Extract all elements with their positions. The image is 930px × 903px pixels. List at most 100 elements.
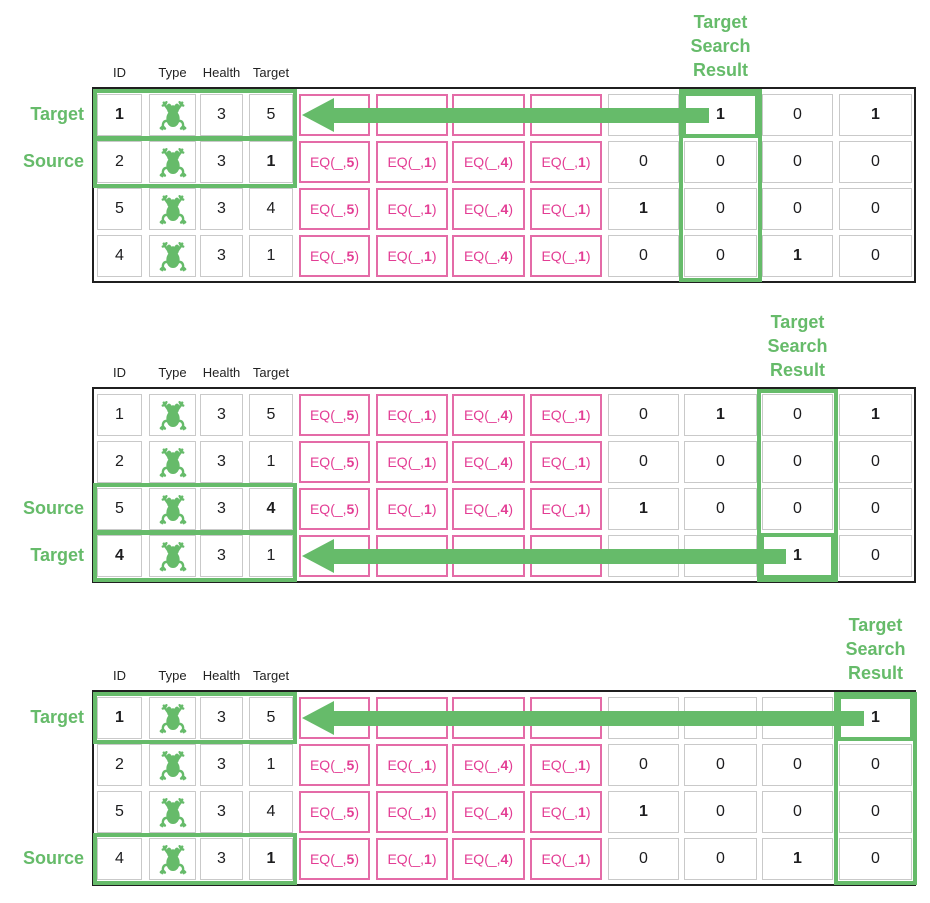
- eq-text: ): [431, 710, 437, 726]
- eq-predicate-cell: EQ(_,4): [452, 441, 525, 483]
- eq-predicate-cell: EQ(_,5): [299, 441, 370, 483]
- frog-icon: [156, 701, 190, 735]
- result-cell: 0: [762, 744, 833, 786]
- eq-predicate-cell: EQ(_,1): [376, 697, 448, 739]
- eq-text: EQ(_,: [463, 501, 501, 517]
- result-hit-highlight: [682, 92, 759, 138]
- eq-text: 5: [346, 757, 355, 773]
- eq-text: ): [585, 548, 591, 564]
- frog-icon: [156, 98, 190, 132]
- eq-text: ): [585, 501, 591, 517]
- eq-text: ): [354, 851, 360, 867]
- result-cell: 0: [839, 188, 912, 230]
- eq-predicate-cell: EQ(_,1): [530, 535, 602, 577]
- table-frame: [92, 690, 916, 886]
- health-cell: 3: [200, 488, 243, 530]
- eq-predicate-cell: EQ(_,1): [530, 94, 602, 136]
- type-cell: [149, 535, 196, 577]
- result-cell: 0: [684, 791, 757, 833]
- result-cell: 1: [762, 235, 833, 277]
- result-cell: 0: [684, 488, 757, 530]
- health-cell: 3: [200, 838, 243, 880]
- health-cell: 3: [200, 744, 243, 786]
- result-cell: 1: [608, 188, 679, 230]
- eq-predicate-cell: EQ(_,1): [530, 838, 602, 880]
- eq-text: 1: [424, 201, 432, 217]
- eq-text: ): [431, 548, 437, 564]
- eq-text: ): [508, 107, 514, 123]
- eq-text: 4: [500, 201, 509, 217]
- column-header-target: Target: [252, 65, 290, 80]
- eq-text: ): [585, 851, 591, 867]
- target-cell: 4: [249, 188, 293, 230]
- result-cell: 0: [684, 141, 757, 183]
- eq-text: EQ(_,: [463, 851, 501, 867]
- eq-text: 1: [424, 248, 432, 264]
- eq-text: ): [431, 804, 437, 820]
- eq-predicate-cell: EQ(_,4): [452, 838, 525, 880]
- type-cell: [149, 791, 196, 833]
- eq-text: EQ(_,: [463, 454, 501, 470]
- eq-text: 1: [424, 851, 432, 867]
- eq-text: 1: [424, 710, 432, 726]
- eq-text: EQ(_,: [309, 501, 347, 517]
- eq-predicate-cell: EQ(_,4): [452, 488, 525, 530]
- target-cell: 5: [249, 394, 293, 436]
- eq-predicate-cell: EQ(_,1): [376, 744, 448, 786]
- eq-text: 1: [578, 851, 586, 867]
- eq-text: 1: [578, 501, 586, 517]
- eq-text: EQ(_,: [463, 407, 501, 423]
- eq-text: EQ(_,: [541, 548, 579, 564]
- id-cell: 2: [97, 744, 142, 786]
- eq-text: 4: [500, 454, 509, 470]
- eq-text: EQ(_,: [387, 154, 425, 170]
- id-cell: 5: [97, 188, 142, 230]
- result-cell: 1: [762, 838, 833, 880]
- result-cell: 0: [839, 535, 912, 577]
- health-cell: 3: [200, 441, 243, 483]
- eq-predicate-cell: EQ(_,5): [299, 488, 370, 530]
- column-header-type: Type: [158, 365, 187, 380]
- eq-predicate-cell: EQ(_,1): [376, 791, 448, 833]
- eq-predicate-cell: EQ(_,1): [530, 791, 602, 833]
- frog-icon: [156, 795, 190, 829]
- eq-text: EQ(_,: [541, 407, 579, 423]
- column-header-health: Health: [202, 65, 241, 80]
- result-cell: 0: [839, 441, 912, 483]
- eq-text: ): [354, 757, 360, 773]
- eq-text: EQ(_,: [309, 548, 347, 564]
- column-header-target: Target: [252, 365, 290, 380]
- eq-text: 1: [578, 710, 586, 726]
- eq-text: ): [508, 757, 514, 773]
- eq-text: EQ(_,: [463, 248, 501, 264]
- eq-text: ): [585, 804, 591, 820]
- eq-text: ): [585, 407, 591, 423]
- eq-text: EQ(_,: [309, 804, 347, 820]
- type-cell: [149, 188, 196, 230]
- eq-predicate-cell: EQ(_,5): [299, 188, 370, 230]
- id-cell: 1: [97, 697, 142, 739]
- result-cell: 0: [762, 141, 833, 183]
- eq-text: EQ(_,: [387, 757, 425, 773]
- eq-predicate-cell: EQ(_,5): [299, 394, 370, 436]
- eq-text: ): [431, 201, 437, 217]
- eq-text: ): [354, 804, 360, 820]
- arrow-shaft: [332, 107, 709, 123]
- eq-text: 5: [346, 154, 355, 170]
- target-row-label: Target: [30, 707, 84, 727]
- target-cell: 5: [249, 697, 293, 739]
- result-cell: 0: [839, 235, 912, 277]
- column-header-id: ID: [113, 668, 126, 683]
- target-cell: 1: [249, 235, 293, 277]
- result-cell: 0: [608, 235, 679, 277]
- eq-text: EQ(_,: [387, 454, 425, 470]
- eq-predicate-cell: EQ(_,1): [376, 188, 448, 230]
- frog-icon: [156, 445, 190, 479]
- eq-text: EQ(_,: [463, 154, 501, 170]
- result-cell: 1: [839, 94, 912, 136]
- eq-text: ): [354, 548, 360, 564]
- eq-predicate-cell: EQ(_,4): [452, 535, 525, 577]
- type-cell: [149, 235, 196, 277]
- eq-text: ): [508, 710, 514, 726]
